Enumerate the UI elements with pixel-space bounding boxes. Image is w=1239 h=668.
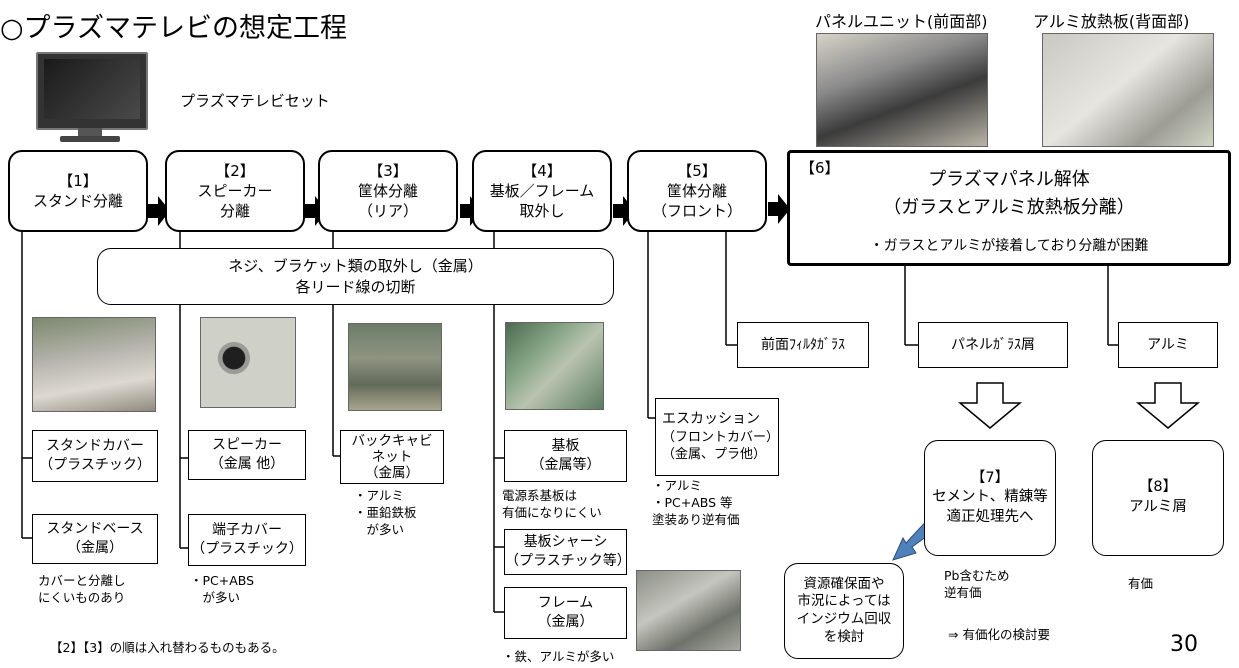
stand-base-box: スタンドベース （金属）: [32, 514, 158, 564]
step-3-label-line1: 筐体分離: [357, 181, 418, 200]
indium-line3: インジウム回収: [796, 611, 892, 627]
photo-caption-front: パネルユニット(前面部): [815, 12, 988, 31]
alumi-box: アルミ: [1118, 322, 1218, 368]
escutcheon-box: エスカッション （フロントカバー） （金属、プラ他）: [655, 398, 779, 476]
back-cabinet-material: （金属）: [365, 465, 419, 482]
board-chassis-box: 基板シャーシ （プラスチック等）: [504, 529, 631, 575]
terminal-cover-material: （プラスチック）: [191, 541, 303, 557]
indium-line1: 資源確保面や: [803, 575, 885, 592]
step-7-box: 【7】 セメント、精錬等 適正処理先へ: [924, 440, 1056, 556]
alumi-label: アルミ: [1147, 336, 1189, 353]
stand-cover-label: スタンドカバー: [46, 438, 144, 455]
step-6-subtitle: （ガラスとアルミ放熱板分離）: [883, 197, 1135, 218]
stand-cover-box: スタンドカバー （プラスチック）: [32, 430, 158, 482]
step-4-number: 【4】: [522, 161, 562, 180]
step-6-box: 【6】 プラズマパネル解体 （ガラスとアルミ放熱板分離） ・ガラスとアルミが接着…: [787, 150, 1231, 266]
step-5-label-line1: 筐体分離: [666, 181, 727, 200]
step-6-note: ・ガラスとアルミが接着しており分離が困難: [869, 238, 1149, 254]
board-label: 基板: [551, 438, 580, 455]
board-box: 基板 （金属等）: [504, 430, 627, 482]
front-filter-box: 前面ﾌｨﾙﾀｶﾞﾗｽ: [737, 322, 869, 368]
step-2-number: 【2】: [215, 161, 255, 180]
step-7-number: 【7】: [970, 469, 1010, 486]
escutcheon-note: ・アルミ ・PC+ABS 等 塗装あり逆有価: [652, 478, 740, 527]
indium-line2: 市況によっては: [797, 593, 891, 610]
frame-note: ・鉄、アルミが多い: [502, 649, 615, 664]
tv-label: プラズマテレビセット: [180, 92, 330, 110]
step-5-label-line2: （フロント）: [651, 202, 742, 221]
stand-base-material: （金属）: [67, 540, 123, 556]
escutcheon-subtitle: （フロントカバー）: [662, 429, 780, 445]
board-note: 電源系基板は 有価になりにくい: [502, 488, 602, 520]
consider-note: ⇒ 有価化の検討要: [948, 627, 1050, 642]
speaker-box: スピーカー （金属 他）: [188, 430, 306, 480]
step-8-label: アルミ屑: [1129, 499, 1187, 515]
stand-cover-material: （プラスチック）: [39, 457, 151, 473]
step-7-note: Pb含むため 逆有価: [944, 568, 1010, 600]
order-note: 【2】【3】の順は入れ替わるものもある。: [50, 640, 285, 655]
step-2-label-line2: 分離: [219, 202, 250, 221]
panel-glass-label: パネルｶﾞﾗｽ屑: [951, 336, 1035, 353]
front-filter-label: 前面ﾌｨﾙﾀｶﾞﾗｽ: [761, 336, 845, 353]
escutcheon-material: （金属、プラ他）: [662, 447, 767, 463]
step-5-box: 【5】 筐体分離 （フロント）: [627, 150, 767, 232]
panel-glass-box: パネルｶﾞﾗｽ屑: [918, 322, 1068, 368]
step-1-number: 【1】: [58, 171, 98, 190]
board-material: （金属等）: [530, 457, 601, 473]
indium-recovery-box: 資源確保面や 市況によっては インジウム回収 を検討: [784, 563, 904, 659]
back-cabinet-box: バックキャビ ネット （金属）: [340, 430, 444, 484]
step-1-box: 【1】 スタンド分離: [8, 150, 148, 232]
frame-label: フレーム: [537, 595, 594, 612]
board-chassis-material: （プラスチック等）: [505, 553, 631, 569]
step-7-label-line2: 適正処理先へ: [946, 508, 1034, 525]
terminal-cover-box: 端子カバー （プラスチック）: [188, 514, 306, 566]
stand-note: カバーと分離し にくいものあり: [38, 573, 126, 605]
back-cabinet-photo: [348, 323, 442, 411]
back-cabinet-label-line1: バックキャビ: [351, 432, 433, 449]
frame-photo: [636, 570, 741, 651]
back-cabinet-label-line2: ネット: [371, 448, 413, 465]
step-8-number: 【8】: [1138, 479, 1178, 496]
speaker-label: スピーカー: [212, 437, 282, 454]
screw-removal-box: ネジ、ブラケット類の取外し（金属） 各リード線の切断: [97, 248, 614, 305]
step-4-label-line2: 取外し: [519, 202, 565, 221]
screw-removal-line2: 各リード線の切断: [295, 277, 416, 296]
step-8-note: 有価: [1128, 576, 1154, 591]
step-7-label-line1: セメント、精錬等: [932, 489, 1048, 506]
speaker-material: （金属 他）: [209, 456, 285, 472]
step-3-number: 【3】: [368, 161, 408, 180]
panel-unit-photo: [816, 33, 988, 147]
plasma-tv-image: [30, 52, 150, 144]
board-photo: [505, 322, 604, 410]
step-1-label: スタンド分離: [32, 192, 123, 210]
step-2-label-line1: スピーカー: [197, 181, 273, 200]
step-4-label-line1: 基板／フレーム: [489, 181, 595, 200]
escutcheon-label: エスカッション: [662, 411, 760, 427]
stand-photo: [32, 317, 156, 412]
page-title: ○プラズマテレビの想定工程: [0, 13, 348, 44]
page-number: 30: [1170, 632, 1198, 657]
speaker-photo: [200, 317, 296, 408]
aluminum-plate-photo: [1042, 33, 1214, 147]
step-6-number: 【6】: [800, 159, 840, 177]
screw-removal-line1: ネジ、ブラケット類の取外し（金属）: [228, 257, 483, 276]
frame-material: （金属）: [537, 614, 594, 630]
indium-line4: を検討: [823, 628, 865, 645]
step-2-box: 【2】 スピーカー 分離: [165, 150, 305, 232]
photo-caption-back: アルミ放熱板(背面部): [1033, 12, 1190, 31]
terminal-note: ・PC+ABS が多い: [190, 573, 255, 605]
terminal-cover-label: 端子カバー: [212, 522, 282, 539]
step-8-box: 【8】 アルミ屑: [1092, 440, 1224, 556]
board-chassis-label: 基板シャーシ: [523, 534, 608, 551]
back-cabinet-note: ・アルミ ・亜鉛鉄板 が多い: [354, 488, 417, 537]
step-5-number: 【5】: [677, 161, 717, 180]
frame-box: フレーム （金属）: [504, 587, 627, 639]
stand-base-label: スタンドベース: [46, 521, 144, 538]
step-4-box: 【4】 基板／フレーム 取外し: [472, 150, 612, 232]
step-3-box: 【3】 筐体分離 （リア）: [318, 150, 458, 232]
step-3-label-line2: （リア）: [357, 202, 418, 221]
step-6-title: プラズマパネル解体: [928, 169, 1090, 190]
